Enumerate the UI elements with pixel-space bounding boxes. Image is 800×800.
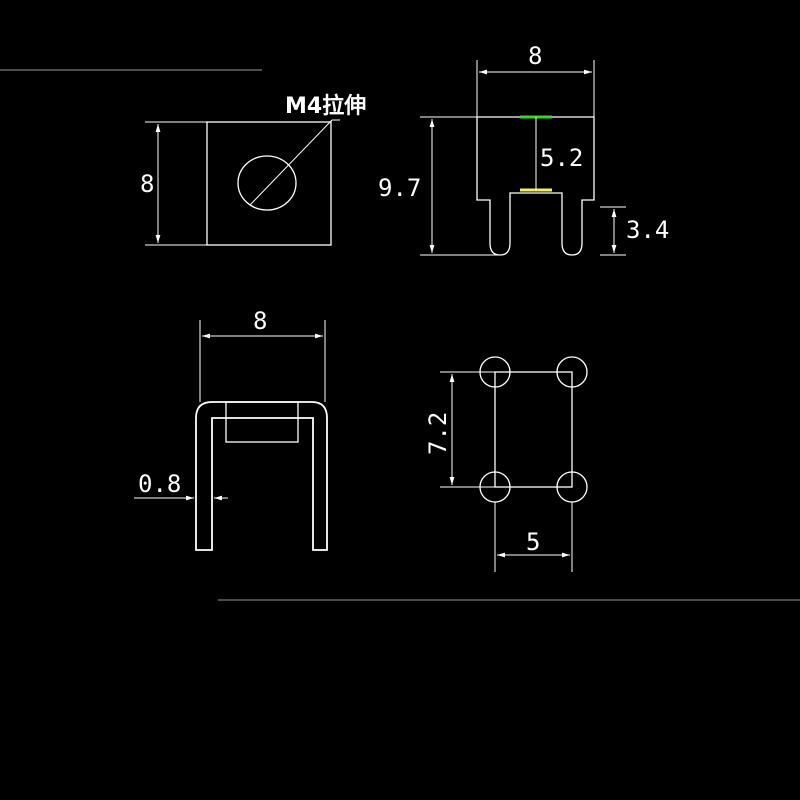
side-outline <box>195 401 328 551</box>
inner-height-dim: 5.2 <box>540 144 583 172</box>
vertical-pitch-dim: 7.2 <box>424 412 452 455</box>
hole-top-right <box>556 356 588 388</box>
pin-length-dim: 3.4 <box>626 216 669 244</box>
horizontal-pitch-dim: 5 <box>526 528 540 556</box>
plate-outline <box>206 121 332 246</box>
m4-hole <box>237 155 297 211</box>
hole-pattern-view: 7.2 5 <box>424 356 588 572</box>
front-outline <box>476 116 595 256</box>
hole-pattern-frame <box>494 371 573 488</box>
front-view: 8 5.2 9.7 3.4 <box>378 42 669 256</box>
side-view: 8 0.8 <box>134 307 328 551</box>
thickness-dim: 0.8 <box>138 470 181 498</box>
m4-callout-label: M4拉伸 <box>285 93 366 119</box>
total-height-dim: 9.7 <box>378 174 421 202</box>
top-view: M4拉伸 8 <box>140 93 366 246</box>
side-inner-tab <box>225 401 299 443</box>
top-view-height-dim: 8 <box>140 170 154 198</box>
callout-leader <box>249 119 333 206</box>
side-width-dim: 8 <box>253 307 267 335</box>
front-width-dim: 8 <box>528 42 542 70</box>
